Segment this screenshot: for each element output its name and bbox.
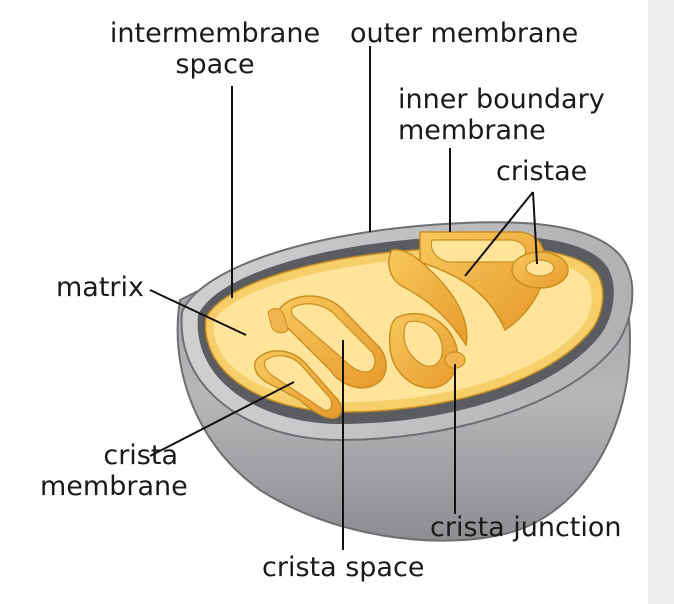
label-inner-boundary-line1: inner boundary bbox=[398, 84, 605, 115]
label-crista-junction: crista junction bbox=[430, 512, 622, 543]
crista-fold-4-slot bbox=[290, 303, 376, 373]
label-crista-membrane: crista membrane bbox=[40, 440, 188, 502]
label-matrix: matrix bbox=[56, 272, 145, 303]
leader-lines bbox=[149, 46, 538, 550]
label-crista-space: crista space bbox=[262, 552, 425, 583]
label-crista-membrane-line1: crista bbox=[103, 440, 178, 471]
leader-cristae-a bbox=[464, 191, 534, 277]
side-strip bbox=[648, 0, 674, 604]
label-cristae: cristae bbox=[496, 156, 588, 187]
crista-round-inner bbox=[525, 259, 555, 277]
label-inner-boundary-line2: membrane bbox=[398, 115, 546, 146]
leader-cristae-b bbox=[532, 191, 538, 265]
label-intermembrane-line1: intermembrane bbox=[109, 18, 321, 49]
label-crista-membrane-line2: membrane bbox=[40, 471, 188, 502]
crista-fold-3-slot bbox=[403, 320, 443, 367]
label-intermembrane-space: intermembrane space bbox=[100, 18, 330, 80]
crista-fold-6 bbox=[267, 308, 289, 334]
crista-fold-2 bbox=[388, 249, 468, 347]
crista-fold-5-slot bbox=[263, 355, 333, 411]
label-outer-membrane: outer membrane bbox=[350, 18, 579, 49]
label-intermembrane-line2: space bbox=[175, 49, 255, 80]
leader-matrix bbox=[149, 289, 247, 336]
leader-crista-membrane bbox=[149, 381, 295, 457]
label-inner-boundary-membrane: inner boundary membrane bbox=[398, 84, 605, 146]
